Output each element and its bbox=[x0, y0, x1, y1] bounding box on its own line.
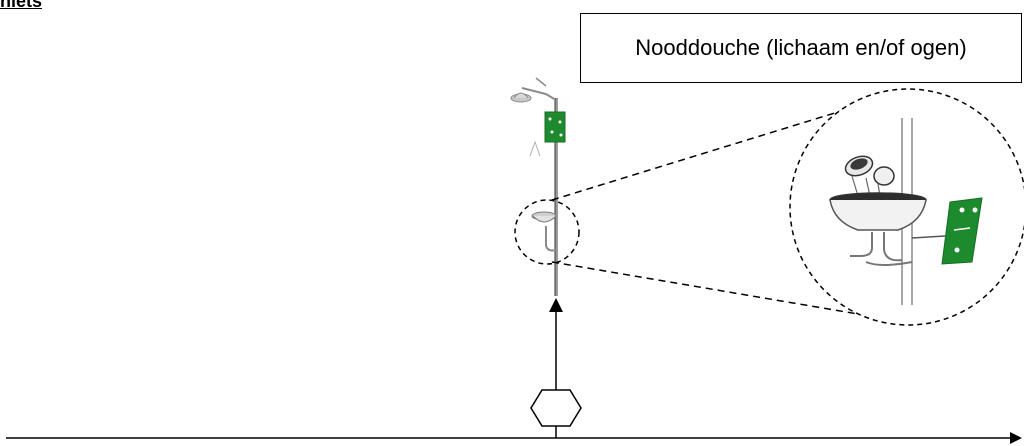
arrow-up-icon bbox=[549, 298, 563, 390]
eyewash-detail-icon bbox=[829, 118, 983, 305]
arrow-right-icon bbox=[1010, 432, 1022, 444]
zoom-source-circle bbox=[514, 199, 580, 265]
page-heading: niets bbox=[0, 0, 43, 11]
hexagon-icon bbox=[530, 389, 582, 427]
equipment-label-box: Nooddouche (lichaam en/of ogen) bbox=[580, 13, 1022, 83]
baseline-arrow bbox=[6, 432, 1022, 444]
emergency-shower-eyewash-icon bbox=[510, 77, 566, 296]
zoom-connector-top bbox=[551, 95, 891, 201]
equipment-label: Nooddouche (lichaam en/of ogen) bbox=[635, 35, 967, 60]
